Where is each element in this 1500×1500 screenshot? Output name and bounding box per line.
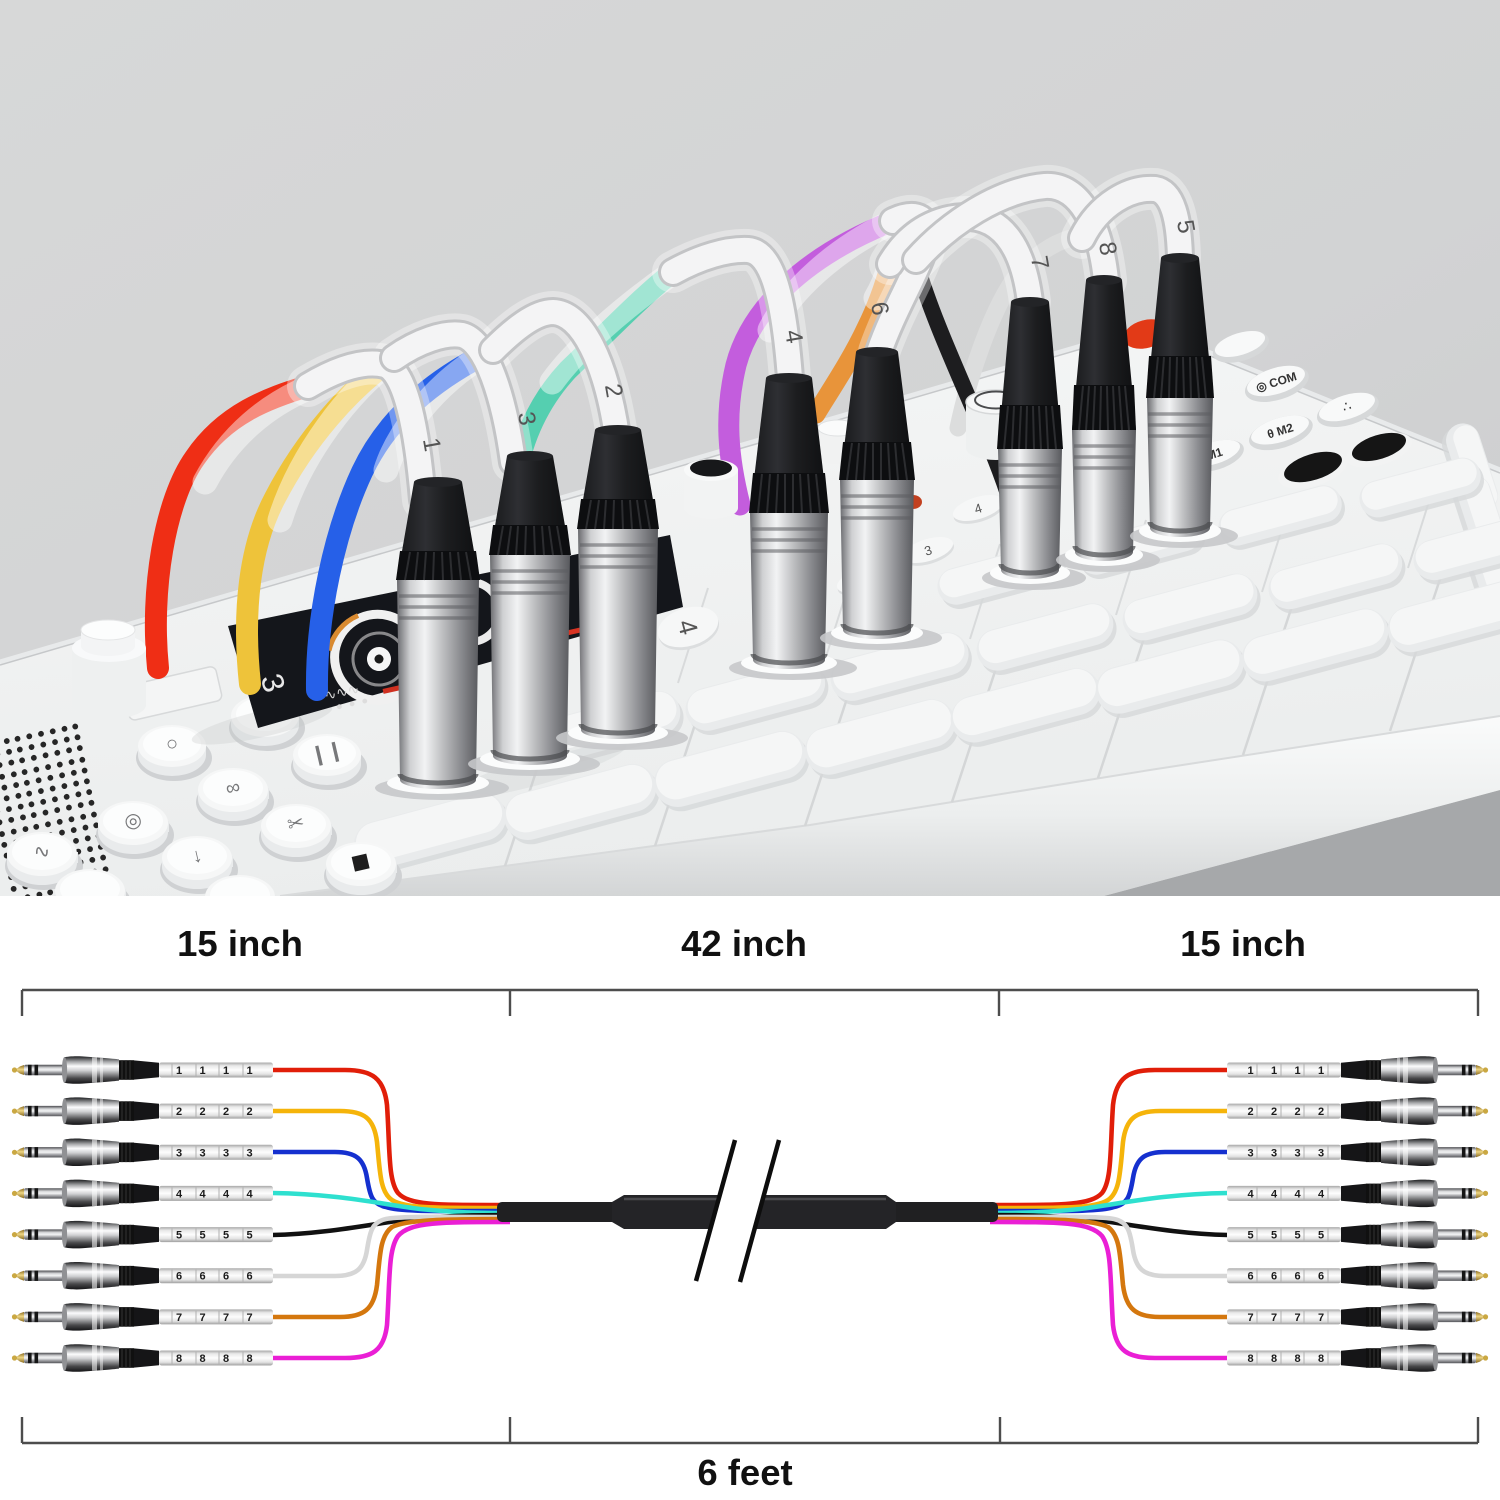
svg-text:2: 2 — [223, 1106, 229, 1118]
svg-text:8: 8 — [1294, 1353, 1300, 1365]
svg-text:∿∿∿: ∿∿∿ — [323, 680, 361, 703]
svg-text:3: 3 — [1318, 1147, 1324, 1159]
svg-text:3: 3 — [1271, 1147, 1277, 1159]
svg-text:2: 2 — [199, 1106, 205, 1118]
svg-text:5: 5 — [1271, 1230, 1277, 1242]
svg-text:3: 3 — [512, 410, 541, 428]
svg-text:5: 5 — [1318, 1230, 1324, 1242]
svg-text:3: 3 — [922, 542, 933, 558]
svg-text:6: 6 — [246, 1271, 252, 1283]
svg-text:○: ○ — [164, 732, 181, 756]
svg-text:7: 7 — [246, 1312, 252, 1324]
svg-text:8: 8 — [176, 1353, 182, 1365]
svg-text:15 inch: 15 inch — [177, 923, 303, 964]
svg-text:2: 2 — [1271, 1106, 1277, 1118]
svg-text:6 feet: 6 feet — [697, 1452, 792, 1493]
svg-text:2: 2 — [1247, 1106, 1253, 1118]
svg-text:5: 5 — [199, 1230, 205, 1242]
svg-text:7: 7 — [199, 1312, 205, 1324]
svg-text:7: 7 — [1025, 254, 1054, 272]
svg-text:4: 4 — [1294, 1188, 1301, 1200]
svg-text:5: 5 — [1294, 1230, 1300, 1242]
svg-text:4: 4 — [972, 500, 983, 516]
svg-text:1: 1 — [1271, 1065, 1277, 1077]
svg-text:5: 5 — [176, 1230, 182, 1242]
svg-text:2: 2 — [246, 1106, 252, 1118]
svg-text:4: 4 — [779, 328, 808, 346]
svg-text:2: 2 — [176, 1106, 182, 1118]
svg-text:6: 6 — [865, 300, 894, 318]
svg-text:1: 1 — [246, 1065, 252, 1077]
svg-text:3: 3 — [199, 1147, 205, 1159]
svg-text:8: 8 — [246, 1353, 252, 1365]
svg-text:8: 8 — [223, 1353, 229, 1365]
svg-text:2: 2 — [1294, 1106, 1300, 1118]
svg-text:3: 3 — [246, 1147, 252, 1159]
svg-text:15 inch: 15 inch — [1180, 923, 1306, 964]
svg-text:2: 2 — [599, 382, 628, 400]
svg-text:5: 5 — [1247, 1230, 1253, 1242]
svg-text:5: 5 — [246, 1230, 252, 1242]
svg-text:3: 3 — [176, 1147, 182, 1159]
svg-text:8: 8 — [1271, 1353, 1277, 1365]
svg-text:✂: ✂ — [285, 811, 306, 836]
svg-text:↓: ↓ — [190, 844, 205, 868]
svg-text:4: 4 — [199, 1188, 206, 1200]
svg-text:42 inch: 42 inch — [681, 923, 807, 964]
svg-text:1: 1 — [1247, 1065, 1253, 1077]
svg-text:1: 1 — [1318, 1065, 1324, 1077]
svg-text:7: 7 — [223, 1312, 229, 1324]
svg-text:6: 6 — [1318, 1271, 1324, 1283]
svg-text:5: 5 — [1171, 218, 1200, 236]
svg-text:8: 8 — [1318, 1353, 1324, 1365]
svg-text:1: 1 — [176, 1065, 182, 1077]
svg-text:7: 7 — [1247, 1312, 1253, 1324]
svg-text:6: 6 — [223, 1271, 229, 1283]
svg-text:4: 4 — [246, 1188, 253, 1200]
svg-text:8: 8 — [1093, 240, 1122, 258]
svg-text:8: 8 — [199, 1353, 205, 1365]
svg-text:1: 1 — [1294, 1065, 1300, 1077]
svg-text:1: 1 — [223, 1065, 229, 1077]
svg-text:4: 4 — [1271, 1188, 1278, 1200]
svg-text:4: 4 — [1318, 1188, 1325, 1200]
svg-text:6: 6 — [1271, 1271, 1277, 1283]
svg-text:8: 8 — [1247, 1353, 1253, 1365]
svg-text:4: 4 — [176, 1188, 183, 1200]
svg-text:∞: ∞ — [224, 776, 243, 801]
svg-text:5: 5 — [223, 1230, 229, 1242]
svg-text:7: 7 — [176, 1312, 182, 1324]
svg-text:7: 7 — [1318, 1312, 1324, 1324]
svg-text:7: 7 — [1294, 1312, 1300, 1324]
svg-text:6: 6 — [176, 1271, 182, 1283]
svg-text:∿: ∿ — [31, 839, 52, 864]
svg-text:1: 1 — [199, 1065, 205, 1077]
svg-text:2: 2 — [1318, 1106, 1324, 1118]
svg-text:3: 3 — [1294, 1147, 1300, 1159]
svg-text:1: 1 — [417, 436, 446, 454]
svg-text:3: 3 — [1247, 1147, 1253, 1159]
svg-text:4: 4 — [223, 1188, 230, 1200]
svg-text:6: 6 — [199, 1271, 205, 1283]
svg-text:6: 6 — [1294, 1271, 1300, 1283]
svg-text:3: 3 — [223, 1147, 229, 1159]
svg-text:◎: ◎ — [122, 808, 144, 833]
svg-text:4: 4 — [1247, 1188, 1254, 1200]
svg-text:7: 7 — [1271, 1312, 1277, 1324]
svg-text:6: 6 — [1247, 1271, 1253, 1283]
